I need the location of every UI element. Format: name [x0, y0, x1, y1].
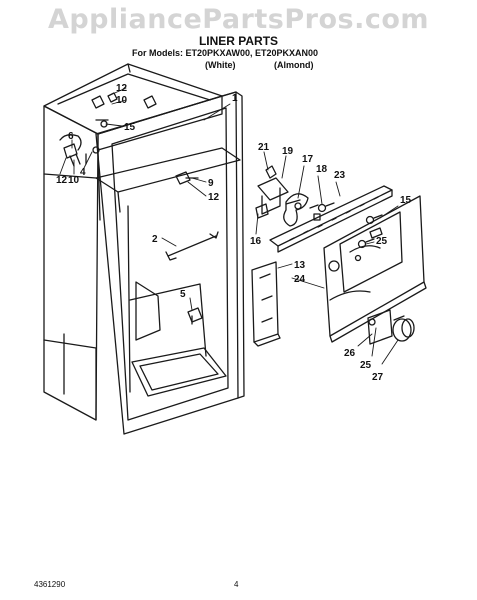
- callout-25b: 25: [360, 360, 372, 371]
- callout-10b: 10: [68, 175, 80, 186]
- page-title: LINER PARTS: [198, 34, 279, 48]
- callout-18: 18: [316, 164, 328, 175]
- footer-code: 4361290: [34, 580, 66, 589]
- callout-21: 21: [258, 142, 270, 153]
- footer-page: 4: [234, 580, 239, 589]
- callout-26: 26: [344, 348, 356, 359]
- evaporator-bar: [269, 185, 393, 253]
- callout-4: 4: [80, 167, 86, 178]
- leader-lines: [59, 87, 399, 365]
- callout-24: 24: [294, 274, 306, 285]
- callout-5: 5: [180, 289, 186, 300]
- callout-15b: 15: [400, 195, 412, 206]
- watermark: AppliancePartsPros.com: [47, 4, 430, 35]
- callout-labels: 1 12 10 15 6 4 12 10 9 12 21 19 17 18 23…: [56, 83, 412, 383]
- callout-13: 13: [294, 260, 306, 271]
- callout-12a: 12: [116, 83, 128, 94]
- callout-15a: 15: [124, 122, 136, 133]
- upper-left-parts: [59, 92, 157, 167]
- callout-6: 6: [68, 131, 74, 142]
- interior-parts: [165, 171, 219, 325]
- callout-17: 17: [302, 154, 314, 165]
- callout-16: 16: [250, 236, 262, 247]
- control-knob: [367, 309, 415, 345]
- liner-cabinet: [43, 63, 245, 435]
- variant-almond: (Almond): [274, 60, 314, 70]
- models-line: For Models: ET20PKXAW00, ET20PKXAN00: [132, 48, 319, 58]
- callout-23: 23: [334, 170, 346, 181]
- callout-25a: 25: [376, 236, 388, 247]
- callout-2: 2: [152, 234, 158, 245]
- fan-motor-assembly: [255, 165, 321, 227]
- callout-9: 9: [208, 178, 214, 189]
- variant-white: (White): [205, 60, 236, 70]
- callout-12b: 12: [56, 175, 68, 186]
- callout-19: 19: [282, 146, 294, 157]
- callout-1: 1: [232, 93, 238, 104]
- callout-12c: 12: [208, 192, 220, 203]
- side-panel: [251, 261, 281, 347]
- screws: [317, 202, 383, 326]
- callout-10a: 10: [116, 95, 128, 106]
- callout-27: 27: [372, 372, 384, 383]
